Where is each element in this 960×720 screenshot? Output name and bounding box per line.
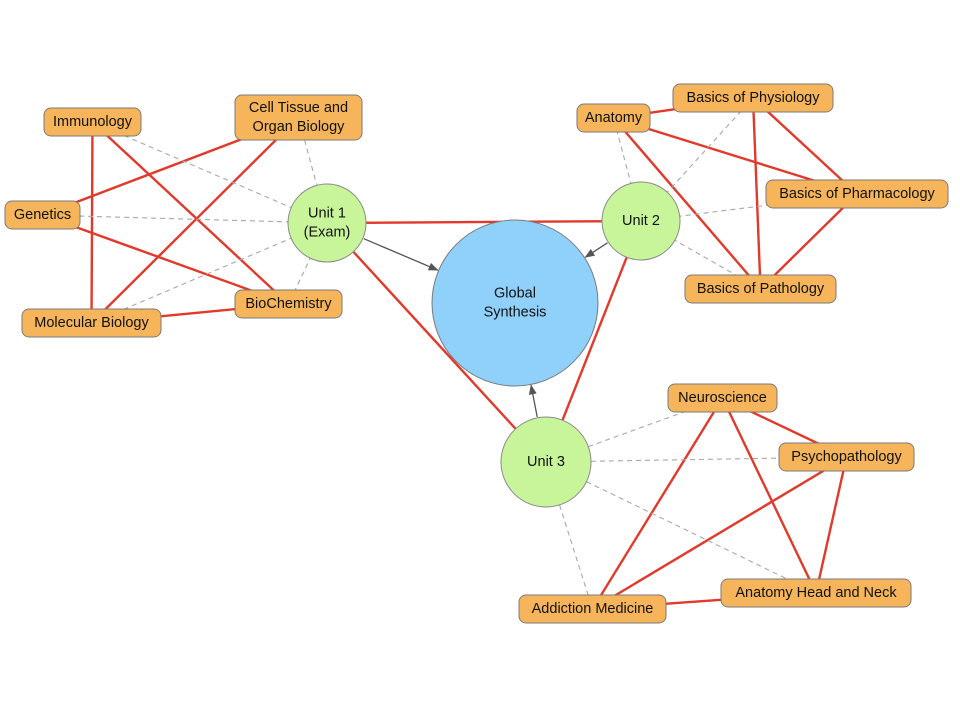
edge-immunology-to-molecular-biology [90, 121, 94, 324]
node-neuroscience-label-line-1: Neuroscience [678, 390, 767, 406]
node-addiction-medicine: Addiction Medicine [518, 594, 667, 624]
node-molecular-biology: Molecular Biology [21, 308, 162, 338]
node-anatomy: Anatomy [576, 103, 651, 133]
edge-unit1-to-immunology [92, 121, 328, 224]
node-cell-tissue-box [234, 94, 363, 141]
node-anatomy-head-neck: Anatomy Head and Neck [720, 578, 912, 608]
node-addiction-medicine-box [518, 594, 667, 624]
node-biochemistry: BioChemistry [234, 289, 343, 319]
node-unit2-shape [601, 181, 681, 261]
node-basics-pathology-box [684, 274, 837, 304]
node-psychopathology: Psychopathology [778, 442, 915, 472]
node-basics-pharmacology-box [765, 179, 949, 209]
node-basics-pathology: Basics of Pathology [684, 274, 837, 304]
edge-unit1-to-unit2 [326, 219, 642, 225]
node-global-shape [431, 219, 599, 387]
edge-basics-physiology-to-basics-pathology [751, 97, 762, 290]
node-cell-tissue-label-line-1: Cell Tissue and [249, 100, 348, 116]
node-addiction-medicine-label-line-1: Addiction Medicine [532, 601, 654, 617]
edge-immunology-to-biochemistry [91, 121, 290, 305]
edge-neuroscience-to-addiction-medicine [591, 397, 724, 610]
node-psychopathology-label-line-1: Psychopathology [791, 449, 902, 465]
node-neuroscience: Neuroscience [667, 383, 778, 413]
node-psychopathology-box [778, 442, 915, 472]
node-anatomy-box [576, 103, 651, 133]
node-cell-tissue-label-line-2: Organ Biology [253, 119, 346, 135]
node-anatomy-head-neck-box [720, 578, 912, 608]
node-basics-pharmacology: Basics of Pharmacology [765, 179, 949, 209]
edge-unit1-to-genetics [42, 214, 328, 224]
node-immunology-box [43, 107, 142, 137]
node-genetics: Genetics [4, 200, 81, 230]
node-global-label-line-1: Global [494, 286, 536, 302]
edge-basics-pharmacology-to-basics-pathology [759, 193, 858, 290]
node-global-label-line-2: Synthesis [484, 305, 547, 321]
edge-unit1-to-molecular-biology [91, 222, 328, 324]
node-basics-pharmacology-label-line-1: Basics of Pharmacology [779, 186, 935, 202]
node-immunology: Immunology [43, 107, 142, 137]
node-immunology-label-line-1: Immunology [53, 114, 133, 130]
node-unit1-shape [287, 183, 367, 263]
node-unit3-shape [500, 416, 592, 508]
node-unit2-label-line-1: Unit 2 [622, 213, 660, 229]
node-anatomy-label-line-1: Anatomy [585, 110, 643, 126]
node-basics-physiology: Basics of Physiology [672, 83, 834, 113]
node-biochemistry-box [234, 289, 343, 319]
edge-cell-tissue-to-molecular-biology [90, 116, 300, 324]
node-basics-physiology-label-line-1: Basics of Physiology [687, 90, 821, 106]
node-basics-pathology-label-line-1: Basics of Pathology [697, 281, 825, 297]
node-biochemistry-label-line-1: BioChemistry [245, 296, 332, 312]
edge-unit2-to-global [584, 242, 608, 258]
node-neuroscience-box [667, 383, 778, 413]
node-molecular-biology-box [21, 308, 162, 338]
edge-unit3-to-global [528, 384, 538, 418]
edge-genetics-to-biochemistry [42, 213, 289, 306]
node-unit3-label-line-1: Unit 3 [527, 454, 565, 470]
edge-unit1-to-global [363, 238, 439, 271]
node-unit3: Unit 3 [500, 416, 592, 508]
node-unit2: Unit 2 [601, 181, 681, 261]
node-anatomy-head-neck-label-line-1: Anatomy Head and Neck [735, 585, 897, 601]
edge-psychopathology-to-addiction-medicine [591, 455, 848, 611]
edge-basics-physiology-to-basics-pharmacology [752, 97, 858, 195]
node-unit1-label-line-1: Unit 1 [308, 206, 346, 222]
node-molecular-biology-label-line-1: Molecular Biology [34, 315, 149, 331]
node-basics-physiology-box [672, 83, 834, 113]
edge-unit3-to-addiction-medicine [545, 461, 594, 610]
edge-neuroscience-to-anatomy-head-neck [721, 397, 818, 594]
edge-anatomy-to-basics-pathology [612, 117, 762, 290]
node-unit1: Unit 1 (Exam) [287, 183, 367, 263]
node-genetics-box [4, 200, 81, 230]
node-genetics-label-line-1: Genetics [14, 207, 71, 223]
edge-psychopathology-to-anatomy-head-neck [814, 456, 848, 594]
node-unit1-label-line-2: (Exam) [304, 225, 351, 241]
edge-unit1-to-unit3 [326, 222, 547, 463]
